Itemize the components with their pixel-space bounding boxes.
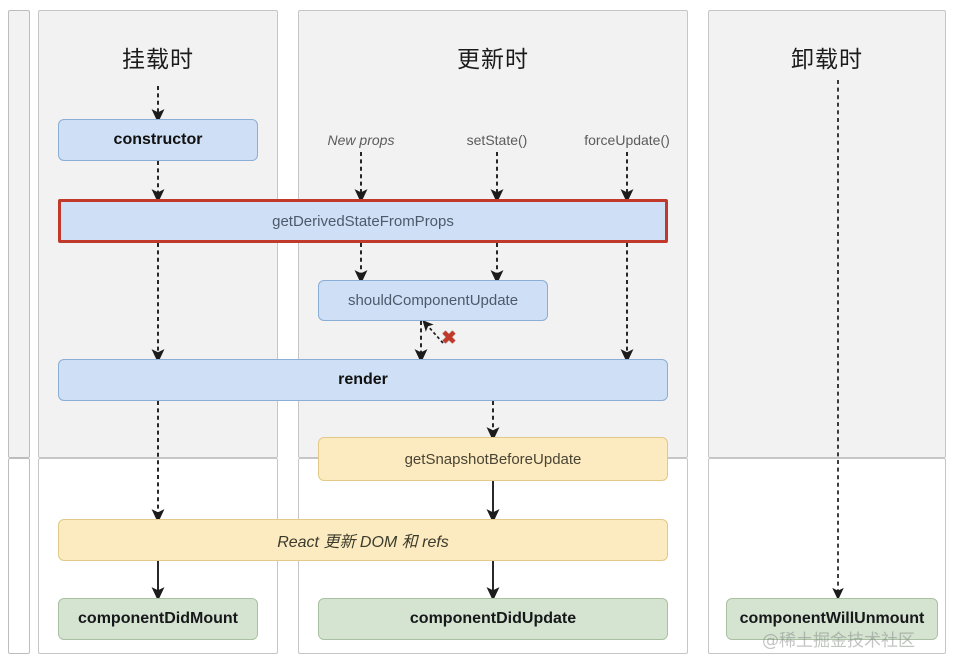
box-constructor[interactable]: constructor (58, 119, 258, 161)
box-get-derived-state-from-props[interactable]: getDerivedStateFromProps (58, 199, 668, 243)
box-react-updates-dom-and-refs[interactable]: React 更新 DOM 和 refs (58, 519, 668, 561)
box-component-will-unmount[interactable]: componentWillUnmount (726, 598, 938, 640)
column-title-mount: 挂载时 (122, 47, 194, 73)
trigger-label-new-props: New props (327, 132, 395, 148)
trigger-label-set-state: setState() (466, 132, 528, 148)
column-title-update: 更新时 (457, 47, 529, 73)
box-get-snapshot-before-update[interactable]: getSnapshotBeforeUpdate (318, 437, 668, 481)
phase-gutter-commit (8, 458, 30, 654)
box-component-did-mount[interactable]: componentDidMount (58, 598, 258, 640)
column-title-unmount: 卸载时 (791, 47, 863, 73)
box-component-did-update[interactable]: componentDidUpdate (318, 598, 668, 640)
column-unmount-render-phase (708, 10, 946, 458)
watermark: @稀土掘金技术社区 (762, 631, 915, 651)
trigger-label-force-update: forceUpdate() (584, 132, 670, 148)
box-should-component-update[interactable]: shouldComponentUpdate (318, 280, 548, 321)
phase-gutter-render (8, 10, 30, 458)
skip-render-x-icon: ✖ (441, 328, 457, 349)
box-render[interactable]: render (58, 359, 668, 401)
